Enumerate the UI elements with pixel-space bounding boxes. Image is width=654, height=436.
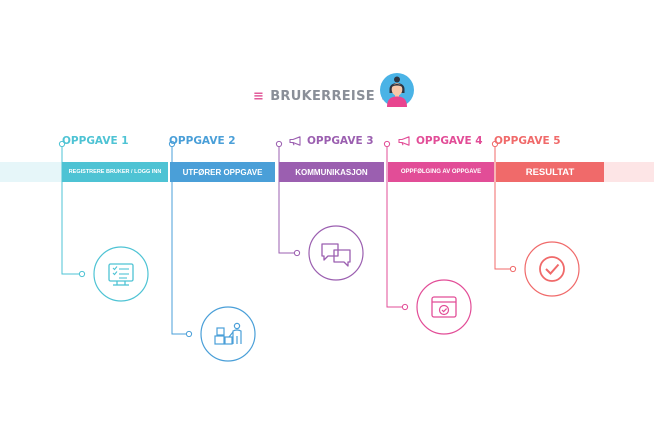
step-label-text: OPPGAVE 4: [416, 135, 483, 147]
connector-dot: [185, 330, 193, 338]
step-label-5: OPPGAVE 5: [494, 135, 561, 147]
step-label-text: OPPGAVE 3: [307, 135, 374, 147]
connector-line: [386, 144, 405, 308]
step-label-4: OPPGAVE 4: [398, 135, 483, 147]
connector-dot: [78, 270, 86, 278]
step-bar-1: REGISTRERE BRUKER / LOGG INN: [62, 162, 168, 182]
step-label-1: OPPGAVE 1: [62, 135, 129, 147]
megaphone-icon: [289, 136, 301, 146]
step-label-text: OPPGAVE 1: [62, 135, 129, 147]
journey-title-text: BRUKERREISE: [270, 88, 375, 104]
connector-line: [61, 144, 82, 275]
connector-dot: [168, 140, 176, 148]
woman-avatar-icon: [380, 73, 414, 107]
connector-dot: [275, 140, 283, 148]
timeline-band-left: [0, 162, 62, 182]
connector-dot: [509, 265, 517, 273]
chat-bubbles-icon: [308, 225, 364, 281]
connector-dot: [401, 303, 409, 311]
step-label-text: OPPGAVE 2: [169, 135, 236, 147]
connector-dot: [383, 140, 391, 148]
connector-dot: [491, 140, 499, 148]
step-bar-4: OPPFØLGING AV OPPGAVE: [388, 162, 494, 182]
step-bar-5: RESULTAT: [496, 162, 604, 182]
step-label-text: OPPGAVE 5: [494, 135, 561, 147]
monitor-checklist-icon: [93, 246, 149, 302]
check-circle-icon: [524, 241, 580, 297]
step-label-3: OPPGAVE 3: [289, 135, 374, 147]
connector-line: [171, 144, 189, 335]
step-bar-3: KOMMUNIKASJON: [279, 162, 384, 182]
person-with-boxes-icon: [200, 306, 256, 362]
connector-dot: [293, 249, 301, 257]
timeline-band-right: [604, 162, 654, 182]
step-bar-2: UTFØRER OPPGAVE: [170, 162, 275, 182]
megaphone-icon: [398, 136, 410, 146]
browser-check-icon: [416, 279, 472, 335]
connector-line: [278, 144, 297, 254]
step-label-2: OPPGAVE 2: [169, 135, 236, 147]
connector-dot: [58, 140, 66, 148]
connector-line: [494, 144, 513, 270]
menu-lines-icon: ≡: [253, 88, 265, 104]
